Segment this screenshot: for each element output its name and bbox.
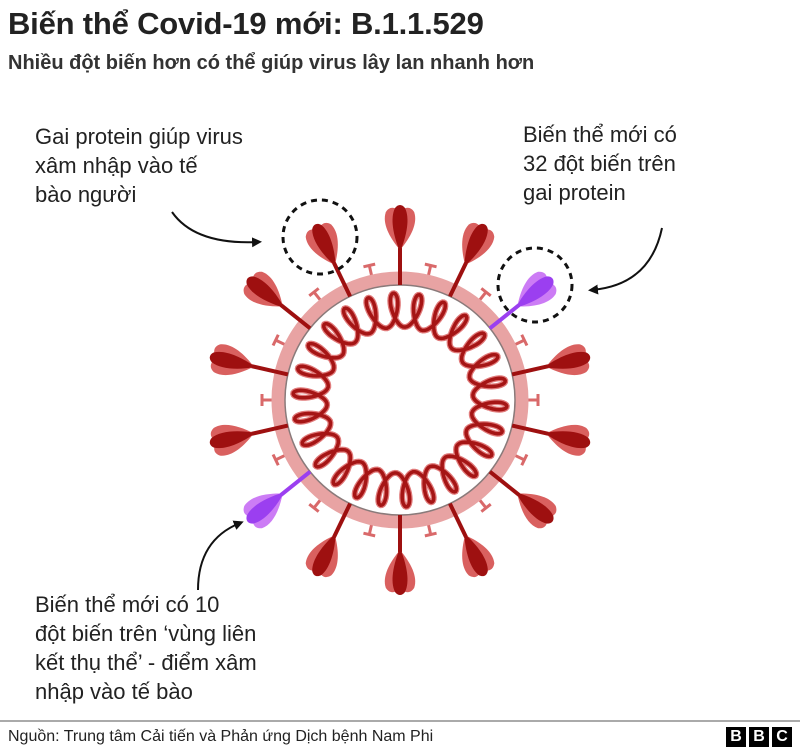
spike-head	[392, 548, 408, 595]
spike-head	[209, 351, 256, 369]
spike-head	[515, 276, 554, 308]
arrow-spike-mutations	[588, 227, 663, 295]
spike-protein	[511, 344, 591, 377]
arrow-binding-mutations	[197, 520, 244, 591]
membrane-protein-cap	[308, 287, 320, 298]
virus-diagram	[171, 198, 663, 595]
spike-protein	[243, 271, 312, 330]
spike-protein	[488, 470, 557, 529]
spike-head	[544, 351, 591, 369]
membrane-protein-cap	[424, 262, 437, 269]
spike-protein	[384, 515, 416, 595]
spike-protein	[209, 423, 289, 456]
source-note: Nguồn: Trung tâm Cải tiến và Phản ứng Dị…	[8, 728, 434, 745]
mutated-spike-protein	[243, 470, 312, 529]
spike-protein	[384, 205, 416, 285]
spike-protein	[511, 423, 591, 456]
bbc-logo-letter: B	[726, 727, 746, 747]
annotation-spike-mutations: Biến thể mới có 32 đột biến trên gai pro…	[523, 122, 677, 205]
spike-head	[515, 492, 554, 524]
spike-head	[312, 533, 336, 577]
page-title: Biến thể Covid-19 mới: B.1.1.529	[8, 6, 484, 41]
page-subtitle: Nhiều đột biến hơn có thể giúp virus lây…	[8, 52, 535, 74]
rna-coil	[291, 291, 509, 509]
virus-membrane-inner-edge	[284, 284, 516, 516]
bbc-logo-letter: C	[772, 727, 792, 747]
membrane-protein-cap	[424, 531, 437, 538]
arrow-spike-protein	[171, 211, 262, 248]
spike-protein	[448, 502, 495, 578]
membrane-protein-cap	[363, 262, 376, 269]
membrane-protein-cap	[308, 502, 320, 513]
spike-head	[209, 431, 256, 449]
spike-head	[312, 223, 336, 267]
membrane-protein-cap	[520, 334, 529, 347]
membrane-protein-cap	[480, 287, 492, 298]
membrane-protein-cap	[271, 334, 280, 347]
spike-protein	[305, 222, 352, 298]
membrane-protein-cap	[363, 531, 376, 538]
virus-body	[209, 205, 591, 595]
annotation-spike-protein: Gai protein giúp virus xâm nhập vào tế b…	[35, 124, 243, 207]
bbc-logo-letter: B	[749, 727, 769, 747]
footer-divider	[0, 720, 800, 722]
spike-head	[464, 223, 488, 267]
spike-head	[464, 533, 488, 577]
mutated-spike-protein	[488, 271, 557, 330]
spike-protein	[209, 344, 289, 377]
highlight-circle-spike	[281, 198, 359, 276]
annotation-binding-mutations: Biến thể mới có 10 đột biến trên ‘vùng l…	[35, 592, 257, 704]
bbc-logo: B B C	[726, 727, 792, 747]
virus-membrane	[271, 271, 529, 529]
spike-head	[392, 205, 408, 252]
spike-head	[544, 431, 591, 449]
spike-protein	[305, 502, 352, 578]
highlight-circle-mutation	[496, 246, 574, 324]
spike-protein	[448, 222, 495, 298]
membrane-protein-cap	[271, 453, 280, 466]
spike-head	[246, 492, 285, 524]
membrane-protein-cap	[480, 502, 492, 513]
spike-head	[246, 276, 285, 308]
membrane-protein-cap	[520, 453, 529, 466]
